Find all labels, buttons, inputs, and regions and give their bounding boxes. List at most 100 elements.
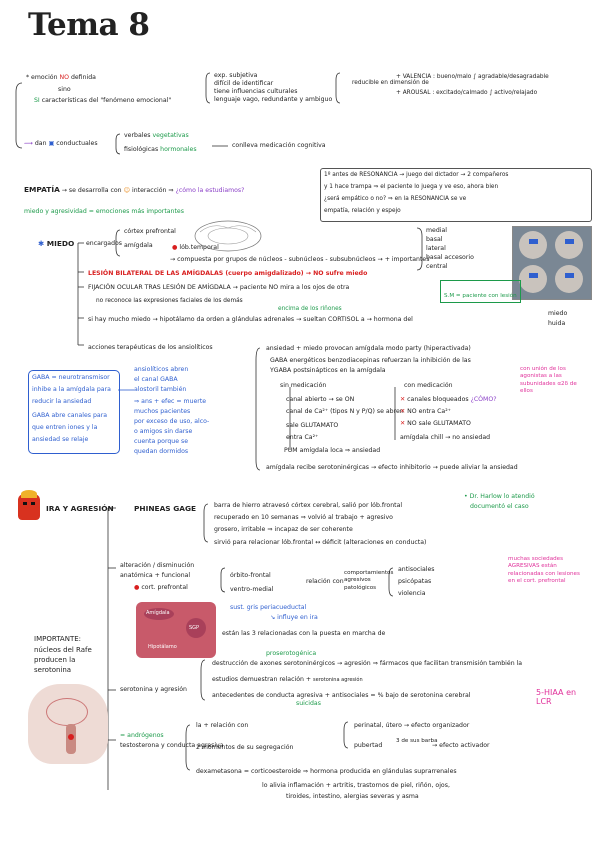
cortex-text: córtex prefrontal <box>124 228 176 235</box>
suicidas-text: suicidas <box>296 700 321 707</box>
nucleo-2: basal <box>426 236 443 243</box>
gaba-box-line5: que entren iones y la <box>32 424 98 431</box>
gaba-note-5: muchos pacientes <box>134 408 191 415</box>
miedo-word: miedo <box>548 310 568 317</box>
compuesto-text: → compuesta por grupos de núcleos - subn… <box>170 256 430 263</box>
valencia-text: + VALENCIA : bueno/malo ∫ agradable/desa… <box>396 74 549 80</box>
hipotalamo-text: si hay mucho miedo → hipotálamo da orden… <box>88 316 413 323</box>
lesion-text: LESIÓN BILATERAL DE LAS AMÍGDALAS (cuerp… <box>88 270 368 277</box>
importante-label: IMPORTANTE: <box>34 635 82 643</box>
serot-agr-label: serotonina y agresión <box>120 686 187 693</box>
gaba-box <box>28 370 120 454</box>
sin-2: canal de Ca²⁺ (tipos N y P/Q) se abren <box>286 408 404 415</box>
amigdala-text: amígdala <box>124 242 153 249</box>
comport-text: comportamientos agresivos patológicos <box>344 570 394 591</box>
fisiologicas-line: fisiológicas hormonales <box>124 146 197 153</box>
gage-note-2: documentó el caso <box>470 503 529 510</box>
chill-text: amígdala chill → no ansiedad <box>400 434 491 441</box>
alivio-1: lo alivia inflamación + artritis, trasto… <box>262 782 450 789</box>
diag-amigdala: Amígdala <box>146 610 170 616</box>
gaba-line1: GABA energéticos benzodiacepinas refuerz… <box>270 357 471 364</box>
sgp-text: sust. gris periacueductal <box>230 604 307 611</box>
encima-note: encima de los riñones <box>278 306 342 312</box>
gaba-box-line6: ansiedad se relaje <box>32 436 89 443</box>
reconocer-text: no reconoce las expresiones faciales de … <box>96 298 243 304</box>
antisoc-3: violencia <box>398 590 426 597</box>
gaba-note-8: cuenta porque se <box>134 438 189 445</box>
con-2: ✕ NO entra Ca²⁺ <box>400 408 451 415</box>
sin-3: sale GLUTAMATO <box>286 422 339 429</box>
hiaa-note: 5-HIAA en LCR <box>536 688 577 706</box>
barba: 3 de sus barba <box>396 738 438 744</box>
gaba-note-3: alostoril también <box>134 386 187 393</box>
antisoc-1: antisociales <box>398 566 435 573</box>
nucleo-4: basal accesorio <box>426 254 474 261</box>
ira-diagram: Amígdala SGP Hipotálamo <box>136 602 216 658</box>
estan-text: están las 3 relacionadas con la puesta e… <box>222 630 386 637</box>
gaba-line2: YGABA postsinápticos en la amígdala <box>270 367 386 374</box>
proserot: proserotogénica <box>266 650 317 657</box>
miedo-label: ✱ MIEDO <box>38 239 75 248</box>
nucleo-3: lateral <box>426 245 446 252</box>
dest-text: destrucción de axones serotoninérgicos →… <box>212 660 523 667</box>
feature-1: exp. subjetiva <box>214 72 258 79</box>
empatia-box-line3: ¿será empático o no? ⇒ en la RESONANCIA … <box>324 196 467 202</box>
empatia-box <box>320 168 592 222</box>
ira-side-note: muchas sociedades AGRESIVAS están relaci… <box>508 556 580 585</box>
conlleva-text: conlleva medicación cognitiva <box>232 142 326 149</box>
ventro: ventro-medial <box>230 586 274 593</box>
diag-sgp: SGP <box>189 625 200 631</box>
emotion-line3: SI características del "fenómeno emocion… <box>34 97 172 104</box>
page-title: Tema 8 <box>28 7 150 43</box>
verbales-line: verbales vegetativas <box>124 132 189 139</box>
activador: → efecto activador <box>432 742 490 749</box>
acciones-text: acciones terapéuticas de los ansiolítico… <box>88 344 213 351</box>
testo-text: testosterona y conducta agresiva <box>120 742 224 749</box>
empatia-box-line1: 1º antes de RESONANCIA → juego del dicta… <box>324 172 509 178</box>
reducible-text: reducible en dimensión de <box>352 80 429 86</box>
gaba-box-line1: GABA = neurotransmisor <box>32 374 110 381</box>
nucleo-5: central <box>426 263 448 270</box>
dos-mom: 2 momentos de su segregación <box>196 744 294 751</box>
feature-4: lenguaje vago, redundante y ambiguo <box>214 96 333 103</box>
dexa-text: dexametasona = corticoesteroide ⇒ hormon… <box>196 768 457 775</box>
brain-sketch-icon <box>194 220 262 252</box>
gage-note-1: • Dr. Harlow lo atendió <box>464 493 535 500</box>
feature-2: difícil de identificar <box>214 80 274 87</box>
alter-1: alteración / disminución <box>120 562 195 569</box>
lobtemp-text: ● lób.temporal <box>172 244 219 251</box>
alivio-2: tiroides, intestino, alergias severas y … <box>286 793 419 800</box>
anger-character-icon <box>18 490 40 520</box>
gaba-box-line4: GABA abre canales para <box>32 412 108 419</box>
androg-text: = andrógenos <box>120 732 164 739</box>
pubertad: pubertad <box>354 742 383 749</box>
nucleo-1: medial <box>426 227 447 234</box>
estudios-text: estudios demuestran relación + serotonin… <box>212 676 363 683</box>
arousal-text: + AROUSAL : excitado/calmado ∫ activo/re… <box>396 90 538 96</box>
miedo-agresividad-note: miedo y agresividad = emociones más impo… <box>24 208 184 215</box>
emotion-line2: sino <box>58 86 71 93</box>
pum-text: PUM amígdala loca ⇒ ansiedad <box>284 447 381 454</box>
gage-2: recuperado en 10 semanas ⇒ volvió al tra… <box>214 514 393 521</box>
gage-4: sirvió para relacionar lób.frontal ↔ déf… <box>214 539 427 546</box>
con-1: ✕ canales bloqueados ¿CÓMO? <box>400 396 497 403</box>
anteced-text: antecedentes de conducta agresiva + anti… <box>212 692 471 699</box>
alter-2: anatómica + funcional <box>120 572 191 579</box>
empatia-box-line2: y 1 hace trampa ⇒ el paciente lo juega y… <box>324 184 499 190</box>
gaba-note-7: o amigos sin darse <box>134 428 193 435</box>
con-3: ✕ NO sale GLUTAMATO <box>400 420 471 427</box>
emotion-line1: * emoción NO definida <box>26 74 96 81</box>
serotonina-label: serotonina <box>34 666 72 674</box>
gaba-box-line2: inhibe a la amígdala para <box>32 386 111 393</box>
sin-4: entra Ca²⁺ <box>286 434 319 441</box>
gaba-note-2: el canal GABA <box>134 376 178 383</box>
gaba-note-6: por exceso de uso, alco- <box>134 418 210 425</box>
ansiedad-text: ansiedad + miedo provocan amígdala modo … <box>266 345 471 352</box>
ira-label: IRA Y AGRESIÓN <box>46 504 114 513</box>
sin-1: canal abierto → se ON <box>286 396 355 403</box>
gaba-note-1: ansiolíticos abren <box>134 366 189 373</box>
agonist-note: con unión de los agonistas a las subunid… <box>520 366 577 395</box>
sin-med: sin medicación <box>280 382 327 389</box>
antisoc-2: psicópatas <box>398 578 432 585</box>
